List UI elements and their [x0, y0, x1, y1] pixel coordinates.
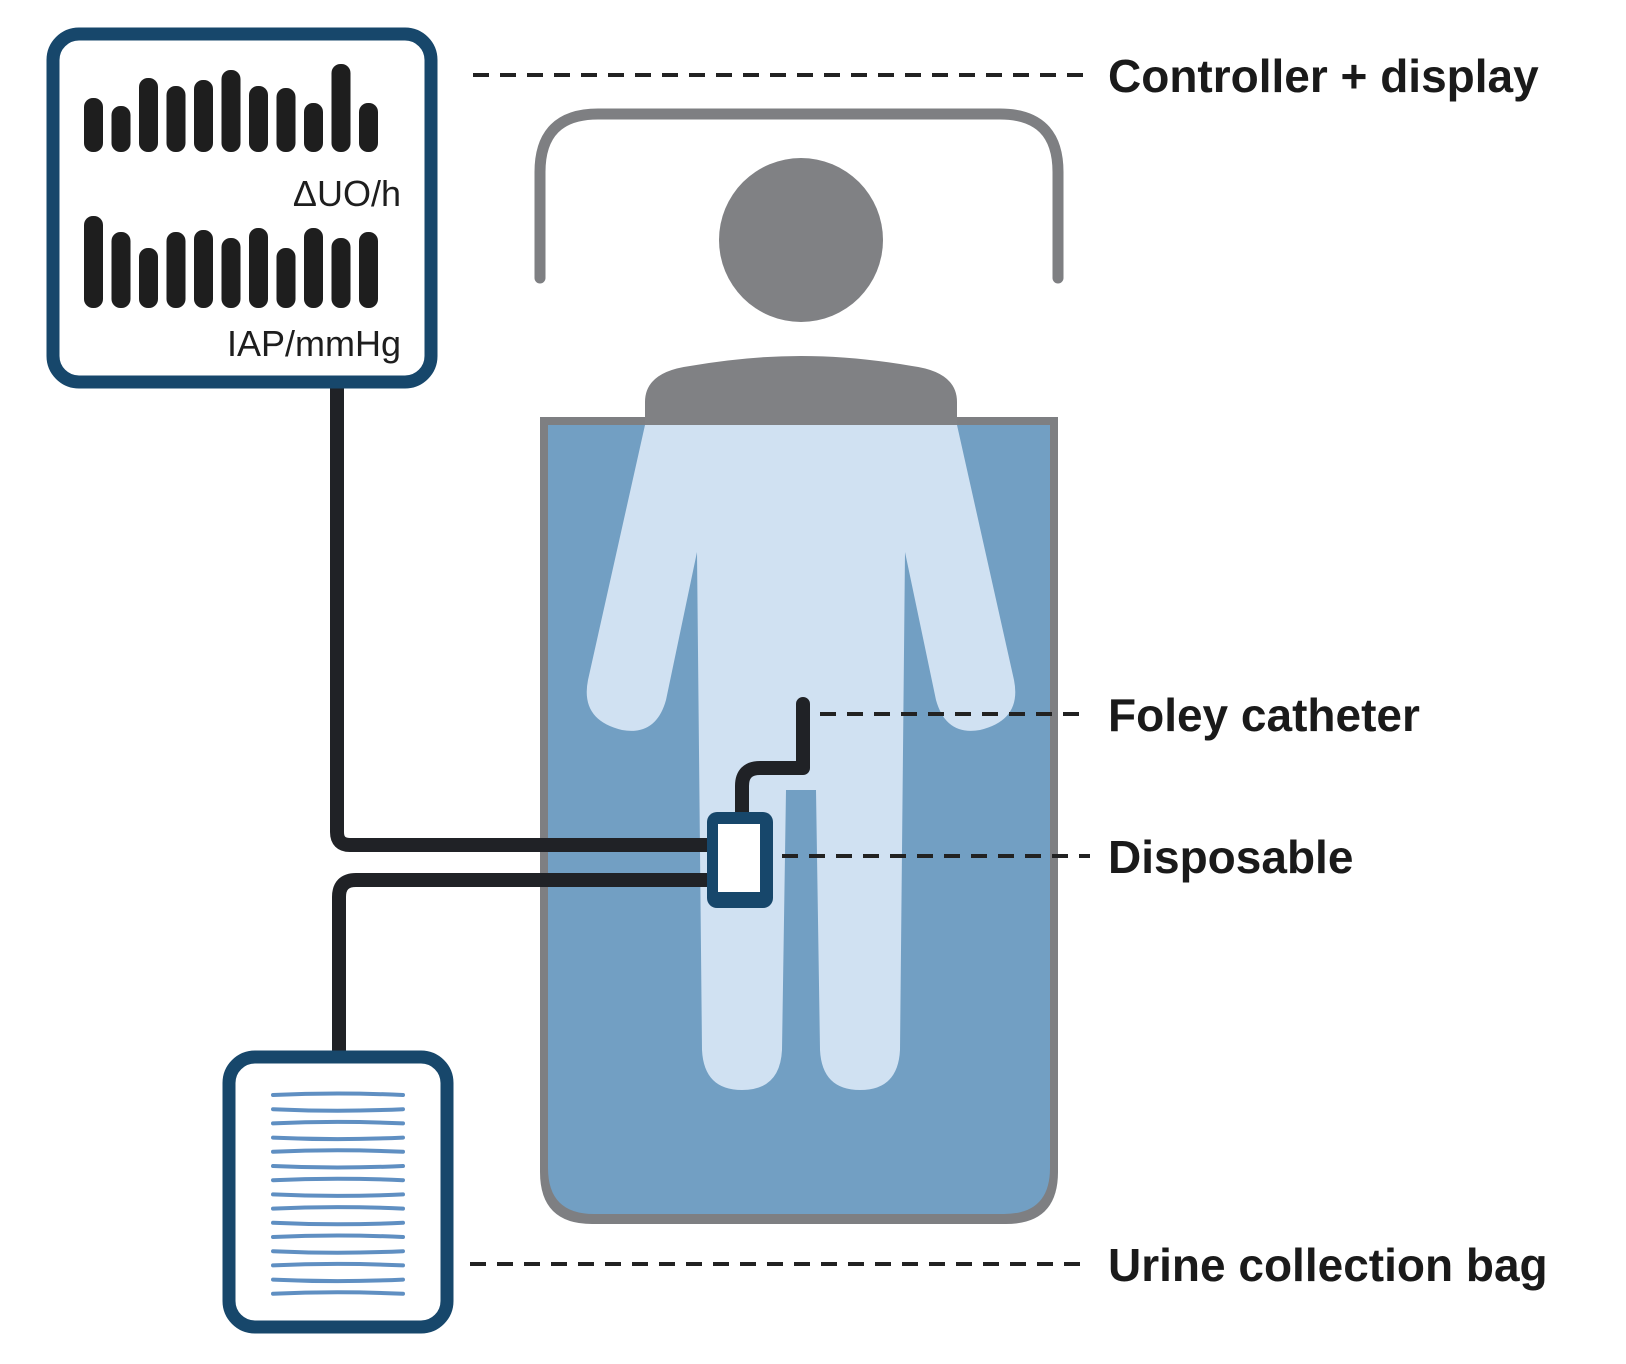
controller-display: ΔUO/h IAP/mmHg — [46, 27, 438, 389]
bag-fluid-line — [271, 1261, 405, 1268]
foley-catheter-tube — [735, 697, 810, 829]
bed-headboard — [534, 108, 1064, 284]
bag-frame — [222, 1050, 454, 1334]
display-bar — [249, 228, 268, 308]
patient-head — [719, 158, 883, 322]
bag-fluid-line — [271, 1233, 405, 1239]
display-bar — [359, 103, 378, 152]
screen-label-delta-uo: ΔUO/h — [293, 173, 401, 214]
disposable-unit — [707, 812, 773, 908]
display-bar — [194, 80, 213, 152]
bag-fluid-line — [271, 1176, 405, 1183]
display-bar — [84, 98, 103, 152]
display-bar — [276, 88, 296, 152]
display-bar — [304, 228, 323, 308]
label-foley-catheter: Foley catheter — [1108, 689, 1420, 741]
bag-fluid-line — [271, 1119, 405, 1126]
urine-collection-bag — [222, 1050, 454, 1334]
bag-fluid-line — [271, 1290, 405, 1296]
display-bar — [331, 238, 351, 308]
screen-label-iap: IAP/mmHg — [227, 323, 401, 364]
controller-bars-bottom — [84, 216, 378, 308]
display-bar — [359, 232, 378, 308]
display-bar — [111, 106, 131, 152]
bag-fluid-line — [271, 1205, 405, 1211]
display-bar — [194, 230, 213, 308]
leader-lines — [470, 73, 1090, 1266]
controller-cable — [330, 380, 722, 852]
controller-bars-top — [84, 64, 378, 152]
disposable-inner — [718, 824, 760, 892]
bag-fluid-line — [271, 1091, 405, 1097]
label-controller-display: Controller + display — [1108, 50, 1539, 102]
display-bar — [166, 86, 186, 152]
display-bar — [221, 238, 241, 308]
display-bar — [139, 248, 158, 308]
bag-fluid-lines — [271, 1091, 405, 1296]
bag-fluid-line — [271, 1135, 405, 1142]
display-bar — [276, 248, 296, 308]
display-bar — [84, 216, 103, 308]
bag-drain-tube — [332, 873, 722, 1064]
display-bar — [304, 103, 323, 152]
display-bar — [166, 232, 186, 308]
patient-shoulders — [645, 356, 957, 425]
bag-fluid-line — [271, 1107, 405, 1113]
display-bar — [221, 70, 241, 152]
display-bar — [249, 86, 268, 152]
tubing — [330, 380, 810, 1064]
bag-fluid-line — [271, 1249, 405, 1255]
label-urine-collection-bag: Urine collection bag — [1108, 1239, 1548, 1291]
display-bar — [139, 78, 158, 152]
bag-fluid-line — [271, 1192, 405, 1198]
bag-fluid-line — [271, 1277, 405, 1284]
bag-fluid-line — [271, 1220, 405, 1227]
display-bar — [331, 64, 351, 152]
display-bar — [111, 232, 131, 308]
bag-fluid-line — [271, 1148, 405, 1154]
label-disposable: Disposable — [1108, 831, 1353, 883]
bag-fluid-line — [271, 1164, 405, 1170]
